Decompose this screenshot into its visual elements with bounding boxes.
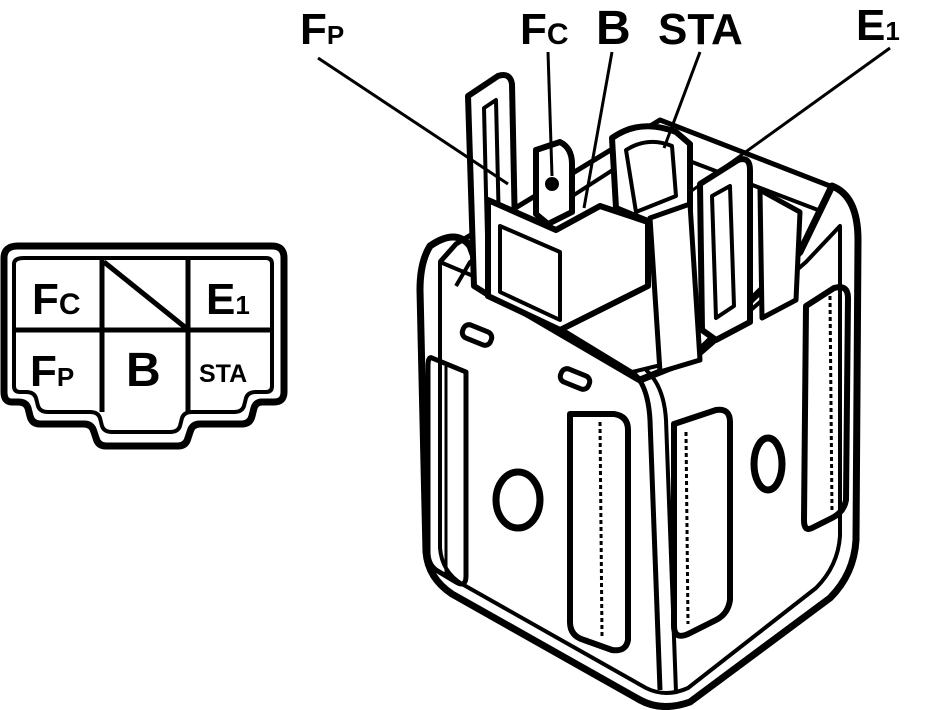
top-slot-right — [557, 366, 593, 392]
front-rail-left — [567, 411, 631, 654]
callout-b-label: B — [596, 2, 631, 55]
right-rail — [801, 284, 851, 532]
callout-fc-label: FC — [520, 5, 569, 54]
connector-outer-outline — [0, 242, 288, 450]
relay-corner-edge-2 — [644, 368, 678, 693]
left-mounting-hole — [492, 468, 544, 532]
front-rail-right — [671, 406, 733, 639]
terminal-sta-inner — [624, 139, 678, 214]
front-rail-right-stripe — [684, 431, 690, 625]
leader-sta — [662, 51, 702, 149]
leader-fc — [546, 51, 554, 177]
leader-e1 — [689, 46, 891, 194]
relay-body-inner-outline — [438, 224, 842, 695]
relay-side-bracket — [757, 187, 803, 321]
terminal-fc-hole — [545, 177, 559, 191]
right-mounting-hole — [750, 434, 786, 494]
terminal-e1-blade-slot — [710, 184, 736, 320]
callout-fp-label: FP — [300, 5, 344, 54]
callout-sta-label: STA — [658, 5, 743, 54]
terminals — [465, 72, 803, 375]
callout-leaders — [317, 46, 891, 209]
leader-b — [582, 51, 614, 209]
leader-fp — [317, 56, 509, 186]
callout-labels: FP FC B STA E1 — [300, 1, 900, 55]
right-rail-ridge — [828, 295, 834, 513]
top-slot-left — [459, 322, 495, 348]
relay-rear-cap — [647, 201, 703, 375]
relay-body — [416, 117, 862, 710]
relay-corner-edge — [630, 370, 663, 691]
cell-e1-label: E1 — [206, 275, 250, 324]
terminal-b-face — [498, 224, 562, 322]
connector-face: FC E1 FP B STA — [0, 242, 288, 450]
front-rail-left-stripe — [598, 421, 604, 637]
cell-sta-label: STA — [199, 360, 247, 388]
cell-fp-label: FP — [30, 347, 74, 396]
connector-inner-outline — [12, 256, 274, 434]
connector-blank-cell-diagonal — [102, 260, 188, 330]
cell-b-label: B — [126, 344, 161, 397]
left-rail — [425, 355, 469, 587]
callout-e1-label: E1 — [856, 1, 900, 50]
cell-fc-label: FC — [32, 275, 81, 324]
